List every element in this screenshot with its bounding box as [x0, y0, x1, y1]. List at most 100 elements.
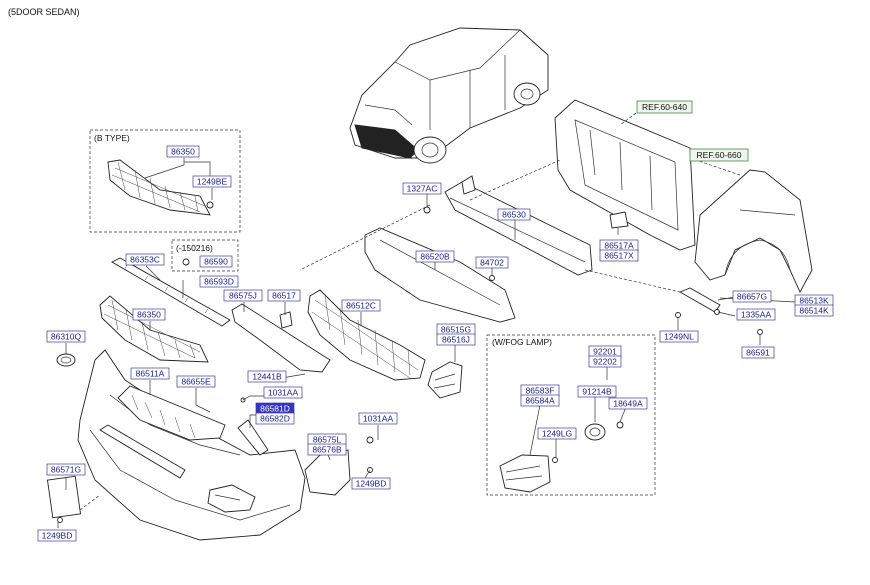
svg-text:86513K: 86513K: [799, 296, 829, 306]
part-labels: 86350 1249BE 86353C 86590 86593D 86575J …: [37, 100, 834, 542]
part-label-86576b[interactable]: 86576B: [307, 443, 347, 456]
svg-text:91214B: 91214B: [582, 387, 612, 397]
svg-text:86571G: 86571G: [51, 465, 81, 475]
part-label-86517x[interactable]: 86517X: [599, 249, 639, 262]
svg-text:84702: 84702: [480, 258, 504, 268]
svg-text:86575J: 86575J: [229, 291, 257, 301]
svg-text:86353C: 86353C: [130, 255, 160, 265]
part-label-86350[interactable]: 86350: [132, 308, 166, 321]
svg-text:86657G: 86657G: [737, 292, 767, 302]
part-label-1249be[interactable]: 1249BE: [192, 175, 232, 188]
part-label-92201[interactable]: 92201: [588, 345, 622, 358]
part-label-86517a[interactable]: 86517A: [599, 239, 639, 252]
ref-label-60-640[interactable]: REF.60-640: [636, 100, 693, 114]
b-type-bolt: [206, 201, 214, 209]
part-label-86593d[interactable]: 86593D: [199, 275, 239, 288]
svg-text:86581D: 86581D: [260, 404, 290, 414]
part-label-86353c[interactable]: 86353C: [125, 253, 165, 266]
energy-absorber: [364, 227, 516, 323]
part-label-86584a[interactable]: 86584A: [520, 394, 560, 407]
part-label-86575l[interactable]: 86575L: [307, 433, 347, 446]
part-label-92202[interactable]: 92202: [588, 355, 622, 368]
svg-text:1249BE: 1249BE: [197, 177, 228, 187]
svg-text:86517X: 86517X: [604, 251, 634, 261]
part-label-1249bd-right[interactable]: 1249BD: [351, 477, 391, 490]
svg-text:86517A: 86517A: [604, 241, 634, 251]
fog-lamp-bolt: [616, 421, 624, 429]
part-label-86583f[interactable]: 86583F: [520, 384, 560, 397]
lower-grille: [99, 295, 209, 363]
part-label-86350-btype[interactable]: 86350: [166, 145, 200, 158]
svg-text:86582D: 86582D: [260, 414, 290, 424]
fog-lamp-unit: [584, 423, 606, 441]
front-fender: [694, 169, 813, 294]
svg-text:1249BD: 1249BD: [356, 479, 387, 489]
b-type-group-box: [89, 129, 241, 233]
part-label-86581d[interactable]: 86581D: [255, 402, 295, 415]
svg-text:12441B: 12441B: [252, 372, 282, 382]
svg-text:86515G: 86515G: [441, 325, 471, 335]
fog-cover-right: [427, 361, 463, 399]
part-label-86530[interactable]: 86530: [497, 208, 531, 221]
b-type-grille: [107, 159, 211, 216]
part-label-91214b[interactable]: 91214B: [577, 385, 617, 398]
svg-text:86590: 86590: [204, 257, 228, 267]
svg-text:REF.60-660: REF.60-660: [697, 150, 742, 160]
svg-text:86516J: 86516J: [442, 335, 470, 345]
fog-lamp-group-box: [486, 334, 656, 496]
part-label-86520b[interactable]: 86520B: [415, 250, 455, 263]
part-label-1031aa-center[interactable]: 1031AA: [263, 386, 303, 399]
svg-text:86584A: 86584A: [525, 396, 555, 406]
license-plate-bracket: [46, 475, 82, 519]
center-bracket: [231, 303, 331, 373]
part-label-1327ac[interactable]: 1327AC: [402, 182, 442, 195]
part-label-1249nl[interactable]: 1249NL: [659, 330, 699, 343]
part-label-86517[interactable]: 86517: [267, 289, 301, 302]
svg-text:86593D: 86593D: [204, 277, 234, 287]
svg-text:18649A: 18649A: [613, 399, 643, 409]
part-label-86571g[interactable]: 86571G: [46, 463, 86, 476]
svg-text:REF.60-640: REF.60-640: [642, 102, 687, 112]
part-label-1335aa[interactable]: 1335AA: [736, 308, 776, 321]
part-label-1249bd-left[interactable]: 1249BD: [37, 529, 77, 542]
part-label-86515g[interactable]: 86515G: [436, 323, 476, 336]
part-label-86514k[interactable]: 86514K: [794, 304, 834, 317]
date-code-label: (-150216): [176, 243, 213, 253]
part-label-12441b[interactable]: 12441B: [247, 370, 287, 383]
upper-grille-strip: [111, 257, 231, 327]
date-group-box: [171, 239, 239, 272]
emblem-icon: [56, 353, 76, 367]
svg-text:1249LG: 1249LG: [542, 429, 572, 439]
svg-text:86520B: 86520B: [420, 252, 450, 262]
part-label-86591[interactable]: 86591: [741, 346, 775, 359]
svg-text:86583F: 86583F: [526, 386, 555, 396]
svg-text:1335AA: 1335AA: [741, 310, 772, 320]
part-label-86657g[interactable]: 86657G: [732, 290, 772, 303]
part-label-86516j[interactable]: 86516J: [436, 333, 476, 346]
part-label-18649a[interactable]: 18649A: [608, 397, 648, 410]
car-illustration: [349, 27, 549, 164]
part-label-86655e[interactable]: 86655E: [176, 375, 216, 388]
svg-text:86511A: 86511A: [136, 369, 165, 379]
part-label-86575j[interactable]: 86575J: [223, 289, 263, 302]
svg-text:86655E: 86655E: [181, 377, 211, 387]
svg-text:86514K: 86514K: [799, 306, 829, 316]
b-type-label: (B TYPE): [94, 133, 130, 143]
part-label-86512c[interactable]: 86512C: [341, 299, 381, 312]
part-label-86590[interactable]: 86590: [199, 255, 233, 268]
radiator-support: [554, 99, 696, 251]
fog-lamp-cover: [499, 454, 551, 493]
part-label-84702[interactable]: 84702: [475, 256, 509, 269]
part-label-86582d[interactable]: 86582D: [255, 412, 295, 425]
svg-text:86350: 86350: [137, 310, 161, 320]
ref-label-60-660[interactable]: REF.60-660: [689, 148, 749, 162]
part-label-86310q[interactable]: 86310Q: [46, 330, 86, 343]
part-label-86511a[interactable]: 86511A: [130, 367, 170, 380]
svg-text:1249BD: 1249BD: [42, 531, 73, 541]
part-label-1031aa-right[interactable]: 1031AA: [358, 412, 398, 425]
side-bracket: [237, 419, 269, 456]
part-label-86513k[interactable]: 86513K: [794, 294, 834, 307]
svg-text:92201: 92201: [593, 347, 617, 357]
part-label-1249lg[interactable]: 1249LG: [537, 427, 577, 440]
